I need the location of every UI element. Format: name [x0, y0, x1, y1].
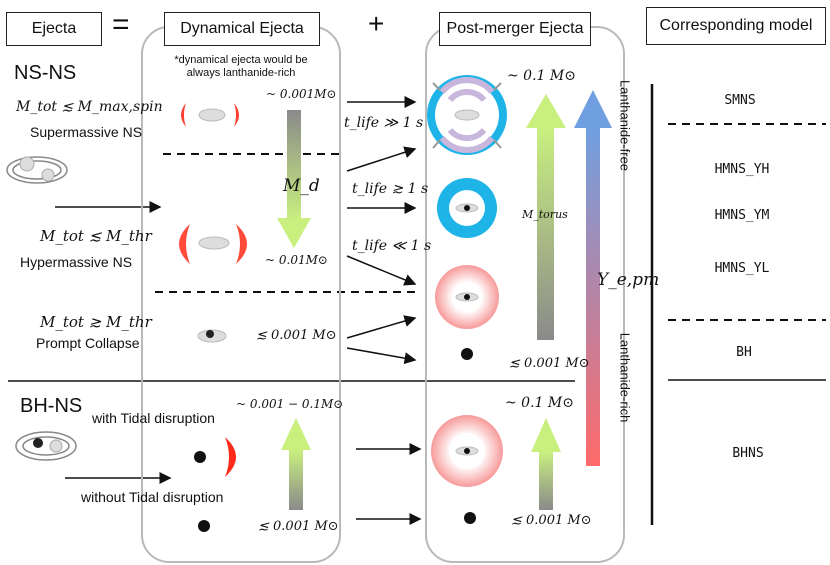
model-bh: BH	[736, 345, 752, 360]
model-hmns-ym: HMNS_YM	[714, 208, 770, 223]
pm-smns-object	[427, 75, 507, 155]
dyn-hmns-object	[179, 224, 247, 264]
smns-label: Supermassive NS	[30, 124, 143, 140]
dyn-pc-mass: ≲ 0.001 M⊙	[256, 328, 337, 343]
pm-bh-object	[461, 348, 473, 360]
hmns-label: Hypermassive NS	[20, 254, 133, 270]
tlife-long: t_life ≫ 1 s	[344, 115, 424, 131]
ye-label: Y_e,pm	[597, 270, 660, 290]
model-smns: SMNS	[724, 93, 756, 108]
md-label: M_d	[283, 176, 320, 196]
model-bhns: BHNS	[732, 446, 764, 461]
no-tidal-disruption-label: without Tidal disruption	[81, 489, 224, 505]
pm-bh-mass: ~ 0.1 M⊙	[505, 395, 574, 411]
dynamical-ejecta-header: Dynamical Ejecta	[164, 12, 320, 46]
pm-hmns-yh-object	[437, 178, 497, 238]
dyn-smns-object	[181, 103, 239, 127]
lanthanide-free-label: Lanthanide-free	[617, 79, 633, 172]
bh-ns-title: BH-NS	[20, 395, 83, 417]
hmns-condition: M_tot ≲ M_thr	[40, 227, 152, 245]
dyn-hmns-mass: ~ 0.01M⊙	[265, 253, 328, 267]
pc-label: Prompt Collapse	[36, 335, 140, 351]
model-hmns-yl: HMNS_YL	[714, 261, 770, 276]
tlife-mid: t_life ≳ 1 s	[352, 181, 429, 197]
pm-pc-mass: ≲ 0.001 M⊙	[509, 356, 590, 371]
bh-pm-arrow	[531, 418, 561, 510]
post-merger-ejecta-header: Post-merger Ejecta	[439, 12, 591, 46]
model-hmns-yh: HMNS_YH	[714, 162, 770, 177]
bh-ns-binary-icon	[15, 431, 77, 461]
ns-ns-title: NS-NS	[14, 62, 77, 84]
smns-condition: M_tot ≲ M_max,spin	[16, 99, 163, 115]
equals-sign: =	[112, 8, 130, 41]
mtorus-label: M_torus	[522, 208, 568, 221]
dyn-bh-low-mass: ≲ 0.001 M⊙	[258, 519, 339, 534]
ye-arrow	[574, 90, 612, 466]
tlife-short: t_life ≪ 1 s	[352, 238, 432, 254]
pm-bh-low-mass: ≲ 0.001 M⊙	[511, 513, 592, 528]
ns-ns-binary-icon	[6, 156, 68, 184]
dyn-bh-object	[194, 437, 236, 477]
md-arrow	[277, 110, 311, 248]
pm-bhns-low-object	[464, 512, 476, 524]
corresponding-model-header: Corresponding model	[646, 7, 826, 45]
bh-dyn-arrow	[281, 418, 311, 510]
mtorus-arrow	[526, 94, 566, 340]
pc-condition: M_tot ≳ M_thr	[40, 313, 152, 331]
pm-top-mass: ~ 0.1 M⊙	[507, 68, 576, 84]
dyn-bh-mass: ~ 0.001 − 0.1M⊙	[236, 397, 344, 411]
ejecta-header: Ejecta	[6, 12, 102, 46]
dyn-smns-mass: ~ 0.001M⊙	[266, 87, 337, 101]
pm-hmns-yl-object	[435, 265, 499, 329]
pm-bhns-object	[431, 415, 503, 487]
plus-sign: +	[368, 8, 385, 39]
dyn-pc-object	[197, 329, 227, 343]
dyn-bh-low-object	[198, 520, 210, 532]
post-merger-ejecta-column	[425, 26, 625, 563]
lanthanide-rich-label: Lanthanide-rich	[617, 332, 633, 423]
lanthanide-note: *dynamical ejecta would be always lantha…	[174, 54, 308, 79]
dynamical-ejecta-column	[141, 26, 341, 563]
tidal-disruption-label: with Tidal disruption	[92, 410, 215, 426]
